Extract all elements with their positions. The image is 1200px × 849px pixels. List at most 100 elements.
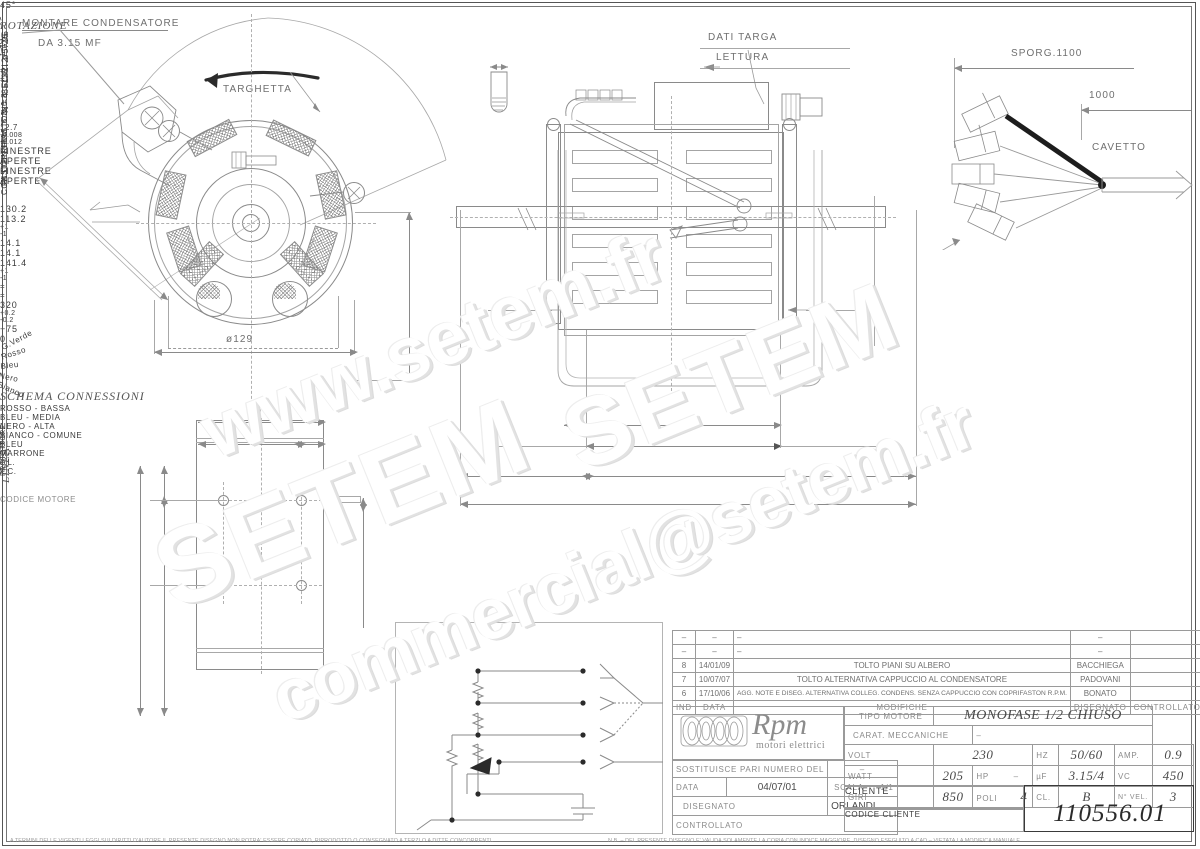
dim-14-1-left: 14.1 <box>0 238 22 248</box>
codice-cliente-label: CODICE CLIENTE <box>845 810 921 819</box>
controllato-row: CONTROLLATO <box>672 815 898 835</box>
codice-motore-value: 110556.01 <box>1053 800 1167 827</box>
carat-meccaniche-row: CARAT. MECCANICHE – <box>843 725 1194 745</box>
carat-label: CARAT. MECCANICHE <box>843 725 974 745</box>
dim-320-arrows <box>460 501 916 508</box>
rev-desc: – <box>733 630 1071 645</box>
footer-right-text: N.B. – DEL PRESENTE DISEGNO E' VALIDA SO… <box>608 838 1021 844</box>
watt-label: WATT <box>844 765 934 787</box>
lam-slot <box>572 290 658 304</box>
lam-slot <box>572 262 658 276</box>
uf-value: 3.15/4 <box>1058 765 1115 787</box>
finestre-left-line1: FINESTRE <box>0 146 52 156</box>
rev-controllato <box>1129 644 1200 659</box>
dim-130-2-label: 130.2 <box>0 204 28 214</box>
controllato-label: CONTROLLATO <box>672 815 898 835</box>
schema-wiring <box>416 663 663 831</box>
motor-housing-outer <box>148 120 353 325</box>
tipo-motore-row: TIPO MOTORE MONOFASE 1/2 CHIUSO <box>844 706 1194 726</box>
terminal-box <box>654 82 769 130</box>
revision-row: –––– <box>672 644 1200 659</box>
len-1000-label: 1000 <box>1089 90 1116 101</box>
sporg-tol-up: +75 <box>0 324 18 334</box>
hp-label: HP <box>976 771 989 781</box>
dim-45-label: 45 <box>250 427 264 438</box>
uf-label: µF <box>1032 765 1060 787</box>
schema-frame <box>395 622 663 834</box>
codice-motore-label: CODICE MOTORE <box>0 495 77 504</box>
dim-141-4-label: 141.4 <box>0 258 28 268</box>
watt-row: WATT 205 HP – µF 3.15/4 VC 450 <box>844 765 1194 787</box>
schema-row-bleu: BLEU <box>0 440 24 449</box>
sostituisce-label: SOSTITUISCE PARI NUMERO DEL <box>671 760 829 778</box>
rev-ind: – <box>672 644 696 659</box>
rev-disegnato: PADOVANI <box>1069 672 1131 687</box>
rev-controllato <box>1129 630 1200 645</box>
watt-value: 205 <box>932 765 974 787</box>
volt-value: 230 <box>932 744 1034 766</box>
lam-slot <box>686 290 772 304</box>
rev-controllato <box>1129 686 1200 701</box>
mount-hole-left <box>196 281 232 317</box>
tipo-motore-label: TIPO MOTORE <box>844 706 934 726</box>
rev-disegnato: – <box>1069 630 1131 645</box>
schema-title: SCHEMA CONNESSIONI <box>0 389 145 403</box>
rpm-logo-mark <box>680 715 748 747</box>
view-section: 12.7 -0.008 -0.012 DATI TARGA LETTURA <box>0 32 1200 508</box>
rev-desc: TOLTO PIANI SU ALBERO <box>733 658 1071 673</box>
end-bell-outline <box>557 150 823 387</box>
note-mount-capacitor-line2: DA 3.15 MF <box>38 38 102 49</box>
dim-141-4-arrows <box>460 473 916 480</box>
dati-targa-label: DATI TARGA <box>708 32 778 43</box>
cl-value: B <box>1058 786 1115 808</box>
finestre-right-line2: APERTE <box>0 176 42 186</box>
view-front: MONTARE CONDENSATORE DA 3.15 MF <box>0 0 1200 414</box>
schema-row-bianco: BIANCO - COMUNE <box>0 431 83 440</box>
schema-row-nero: NERO - ALTA <box>0 422 56 431</box>
cavetto-label: CAVETTO <box>1092 142 1147 153</box>
dim-113-2-tol-dn: -1 <box>0 231 8 238</box>
dim-130-2-arrows <box>564 422 782 429</box>
rev-controllato <box>1129 658 1200 673</box>
schema-fl-label: F.L. <box>0 458 16 467</box>
rev-ind: 8 <box>672 658 696 673</box>
rev-data: 10/07/07 <box>694 672 735 687</box>
front-lug-detail <box>117 85 361 273</box>
sporg-label: SPORG.1100 <box>1011 48 1083 59</box>
data-value: 04/07/01 <box>726 777 829 797</box>
rev-ind: 7 <box>672 672 696 687</box>
dim-113-2-arrows <box>586 443 782 450</box>
hz-label: HZ <box>1032 744 1060 766</box>
lam-slot <box>686 178 772 192</box>
dim-132-2-arrows <box>137 466 144 716</box>
hz-value: 50/60 <box>1058 744 1115 766</box>
shaft-dim-label: 12.7 <box>0 123 18 132</box>
volt-row: VOLT 230 HZ 50/60 AMP. 0.9 <box>844 744 1194 766</box>
rev-data: – <box>694 644 735 659</box>
hp-value: – <box>1013 771 1019 781</box>
giri-label: GIRI <box>844 786 934 808</box>
logo-cell <box>672 706 844 760</box>
rev-controllato <box>1129 672 1200 687</box>
poli-cell: POLI 4 <box>972 786 1034 808</box>
dim-holes-arrows <box>360 498 367 512</box>
lam-slot <box>572 178 658 192</box>
dim-75-label: 75 <box>249 405 263 416</box>
schema-linea-label: LINEA <box>0 447 12 483</box>
amp-label: AMP. <box>1113 744 1154 766</box>
mount-hole-left-hatch <box>198 283 220 299</box>
rev-disegnato: – <box>1069 644 1131 659</box>
rev-data: 14/01/09 <box>694 658 735 673</box>
dim-320-label: 320 <box>0 300 18 310</box>
tie-rod-nut-right <box>783 118 796 131</box>
volt-label: VOLT <box>844 744 934 766</box>
rotation-label: ROTAZIONE <box>0 20 68 32</box>
dim-141-4-tol-up: +1 <box>0 268 9 275</box>
mount-hole-right <box>272 281 308 317</box>
revision-row: –––– <box>672 630 1200 645</box>
